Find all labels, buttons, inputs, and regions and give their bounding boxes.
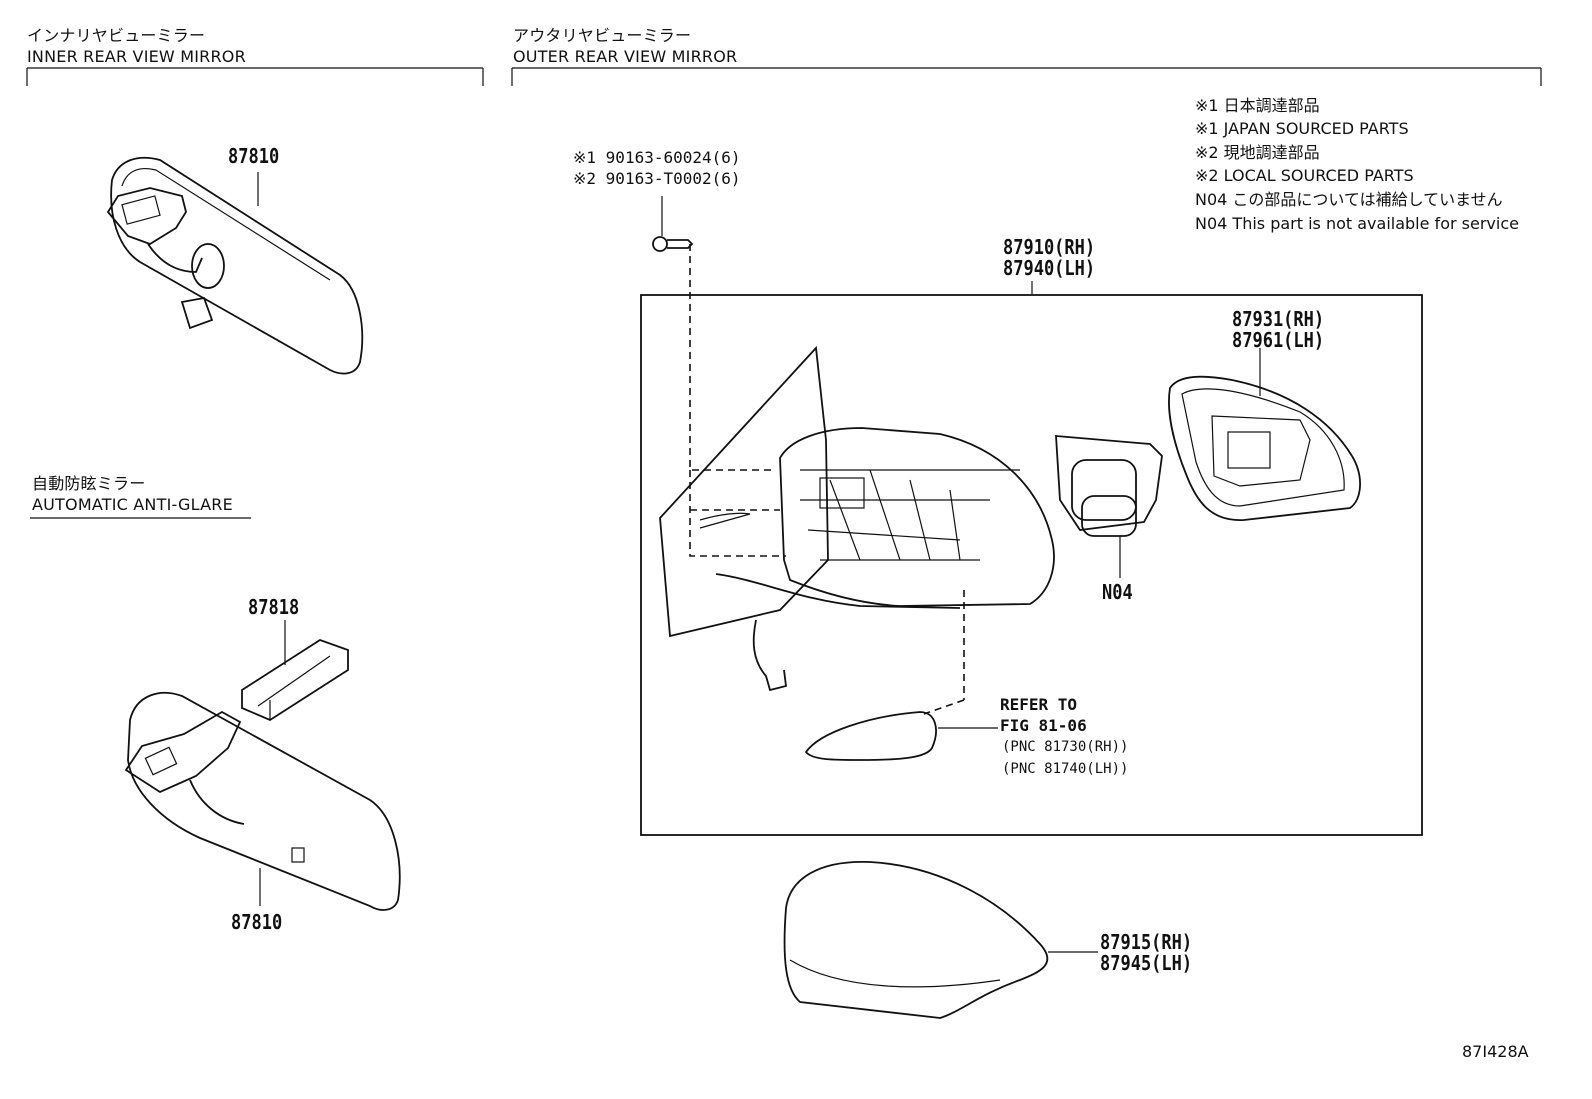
auto-title-en: AUTOMATIC ANTI-GLARE — [32, 495, 233, 514]
refer-line-1: REFER TO — [1000, 695, 1078, 714]
mirror-cover-drawing — [783, 861, 1098, 1019]
part-auto-bracket: 87818 — [248, 595, 300, 619]
part-outer-assy-lh: 87940(LH) — [1003, 256, 1096, 280]
legend-line-5: N04 この部品については補給していません — [1195, 190, 1503, 209]
refer-line-2: FIG 81-06 — [1000, 716, 1087, 735]
part-actuator: N04 — [1102, 580, 1133, 604]
refer-line-4: (PNC 81740(LH)) — [1002, 761, 1129, 777]
part-inner-mirror: 87810 — [228, 144, 280, 168]
outer-assembly-frame — [640, 294, 1423, 836]
auto-title-jp: 自動防眩ミラー — [32, 474, 146, 493]
inner-title-en: INNER REAR VIEW MIRROR — [27, 47, 246, 66]
screw-label-2: ※2 90163-T0002(6) — [573, 169, 741, 188]
screw-label-1: ※1 90163-60024(6) — [573, 148, 741, 167]
part-glass-lh: 87961(LH) — [1232, 328, 1325, 352]
inner-title-jp: インナリヤビューミラー — [27, 26, 206, 45]
figure-id: 87I428A — [1462, 1042, 1529, 1061]
turn-signal-lens-drawing — [804, 711, 998, 761]
legend-line-4: ※2 LOCAL SOURCED PARTS — [1195, 166, 1414, 185]
legend-line-1: ※1 日本調達部品 — [1195, 96, 1320, 115]
auto-bracket-drawing — [241, 620, 349, 722]
outer-section-bracket — [511, 67, 1542, 86]
part-glass-rh: 87931(RH) — [1232, 307, 1325, 331]
part-auto-mirror: 87810 — [231, 910, 283, 934]
screw-guide-line — [689, 244, 786, 557]
outer-mirror-body — [659, 345, 1055, 715]
refer-line-3: (PNC 81730(RH)) — [1002, 739, 1129, 755]
auto-mirror-drawing — [124, 692, 401, 911]
inner-section-bracket — [26, 67, 484, 86]
legend-line-3: ※2 現地調達部品 — [1195, 143, 1320, 162]
actuator-drawing — [1055, 435, 1163, 578]
legend-line-6: N04 This part is not available for servi… — [1195, 214, 1519, 233]
part-cover-lh: 87945(LH) — [1100, 951, 1193, 975]
outer-title-jp: アウタリヤビューミラー — [513, 26, 692, 45]
part-cover-rh: 87915(RH) — [1100, 930, 1193, 954]
inner-mirror-drawing — [106, 156, 364, 375]
mirror-glass-drawing — [1168, 348, 1361, 521]
part-outer-assy-rh: 87910(RH) — [1003, 235, 1096, 259]
legend-line-2: ※1 JAPAN SOURCED PARTS — [1195, 119, 1409, 138]
screw-drawing — [652, 196, 694, 252]
outer-title-en: OUTER REAR VIEW MIRROR — [513, 47, 738, 66]
